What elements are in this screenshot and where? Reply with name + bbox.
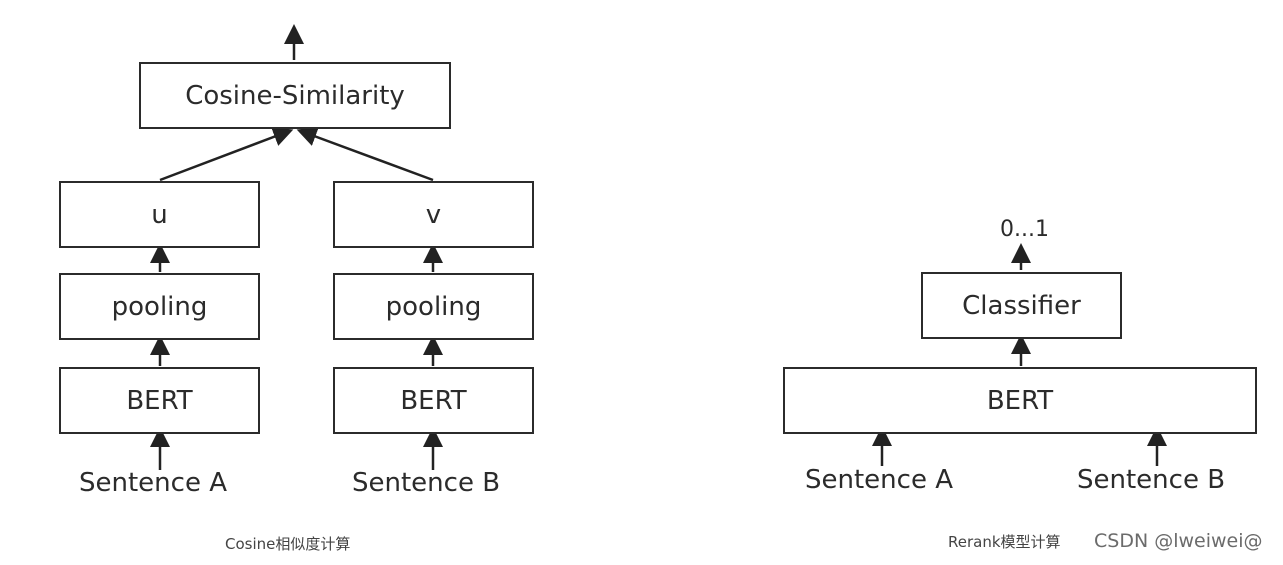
bert-b-box: BERT bbox=[333, 367, 534, 434]
rerank-caption: Rerank模型计算 bbox=[948, 533, 1061, 551]
sentence-a-right-label: Sentence A bbox=[805, 465, 953, 495]
sentence-b-right-label: Sentence B bbox=[1077, 465, 1226, 495]
vector-v-box: v bbox=[333, 181, 534, 248]
sentence-a-label: Sentence A bbox=[79, 468, 227, 498]
cosine-caption: Cosine相似度计算 bbox=[225, 535, 351, 553]
classifier-box: Classifier bbox=[921, 272, 1122, 339]
sentence-b-label: Sentence B bbox=[352, 468, 501, 498]
vector-u-box: u bbox=[59, 181, 260, 248]
bert-a-box: BERT bbox=[59, 367, 260, 434]
pooling-a-box: pooling bbox=[59, 273, 260, 340]
bert-right-box: BERT bbox=[783, 367, 1257, 434]
arrow-v-to-cosine bbox=[296, 127, 434, 182]
watermark: CSDN @lweiwei@ bbox=[1094, 530, 1263, 552]
arrow-u-to-cosine bbox=[159, 127, 294, 182]
output-range-label: 0...1 bbox=[1000, 217, 1049, 242]
pooling-b-box: pooling bbox=[333, 273, 534, 340]
cosine-similarity-box: Cosine-Similarity bbox=[139, 62, 451, 129]
